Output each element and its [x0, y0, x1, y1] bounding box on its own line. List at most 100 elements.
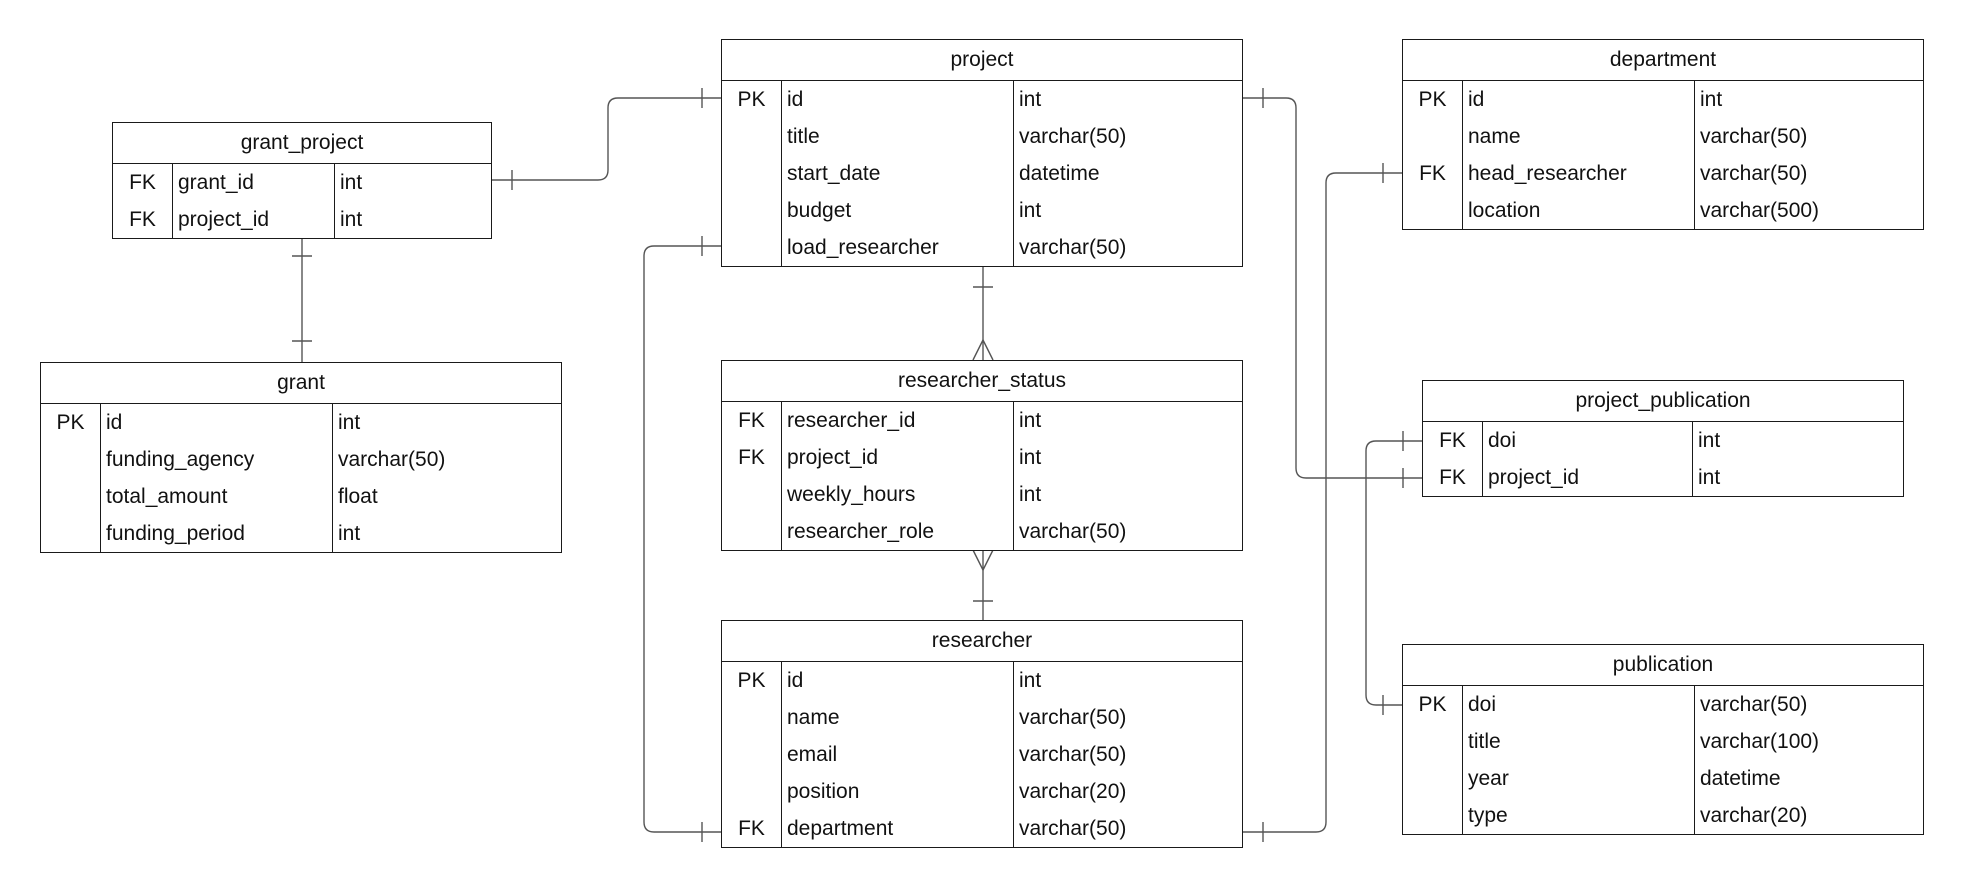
- field-key: [722, 155, 782, 192]
- field-name: head_researcher: [1463, 155, 1695, 192]
- field-key: [722, 773, 782, 810]
- field-type: varchar(50): [1700, 693, 1808, 716]
- entity-title: project: [722, 40, 1242, 81]
- field-key: [41, 515, 101, 552]
- field-key: PK: [722, 662, 782, 699]
- one-marker: [292, 255, 312, 342]
- field-name: title: [1463, 723, 1695, 760]
- field-name: project_id: [782, 439, 1014, 476]
- field-name: doi: [1483, 422, 1693, 459]
- field-type: int: [1698, 466, 1721, 489]
- field-type: datetime: [1019, 162, 1100, 185]
- field-key: FK: [722, 439, 782, 476]
- field-name: id: [782, 662, 1014, 699]
- field-type: int: [1019, 446, 1042, 469]
- field-name: id: [782, 81, 1014, 118]
- field-name: name: [782, 699, 1014, 736]
- field-type: varchar(20): [1019, 780, 1127, 803]
- field-key: FK: [1423, 459, 1483, 496]
- field-name: id: [101, 404, 333, 441]
- field-key: [41, 441, 101, 478]
- field-type: varchar(20): [1700, 804, 1808, 827]
- field-type: int: [1019, 199, 1042, 222]
- field-key: PK: [1403, 686, 1463, 723]
- field-type: varchar(100): [1700, 730, 1820, 753]
- field-type: varchar(50): [1019, 520, 1127, 543]
- field-type: int: [1698, 429, 1721, 452]
- field-key: [1403, 118, 1463, 155]
- field-name: year: [1463, 760, 1695, 797]
- field-key: [1403, 760, 1463, 797]
- field-name: name: [1463, 118, 1695, 155]
- field-key: [722, 513, 782, 550]
- field-type: varchar(50): [338, 448, 446, 471]
- field-key: [722, 229, 782, 266]
- connector-project-researcher: [643, 245, 721, 833]
- field-name: project_id: [173, 201, 335, 238]
- field-key: [1403, 723, 1463, 760]
- field-key: [722, 736, 782, 773]
- field-type: int: [1019, 669, 1042, 692]
- field-type: int: [1700, 88, 1723, 111]
- field-type: int: [340, 208, 363, 231]
- field-type: varchar(50): [1019, 743, 1127, 766]
- field-name: start_date: [782, 155, 1014, 192]
- entity-title: grant_project: [113, 123, 491, 164]
- field-type: int: [1019, 483, 1042, 506]
- field-key: [722, 476, 782, 513]
- connector-project-project-publication: [1243, 97, 1422, 479]
- field-name: department: [782, 810, 1014, 847]
- field-type: int: [340, 171, 363, 194]
- connector-grant-project-project: [492, 97, 721, 181]
- field-key: [1403, 192, 1463, 229]
- field-name: title: [782, 118, 1014, 155]
- one-marker: [1262, 163, 1384, 842]
- field-key: [41, 478, 101, 515]
- field-key: PK: [41, 404, 101, 441]
- field-key: PK: [722, 81, 782, 118]
- field-type: varchar(50): [1019, 817, 1127, 840]
- field-key: FK: [113, 164, 173, 201]
- field-type: varchar(50): [1019, 236, 1127, 259]
- entity-title: grant: [41, 363, 561, 404]
- one-marker: [1262, 88, 1404, 488]
- field-type: varchar(50): [1019, 125, 1127, 148]
- field-name: position: [782, 773, 1014, 810]
- entity-title: researcher: [722, 621, 1242, 662]
- field-name: funding_agency: [101, 441, 333, 478]
- field-name: project_id: [1483, 459, 1693, 496]
- field-key: [1403, 797, 1463, 834]
- field-type: int: [1019, 409, 1042, 432]
